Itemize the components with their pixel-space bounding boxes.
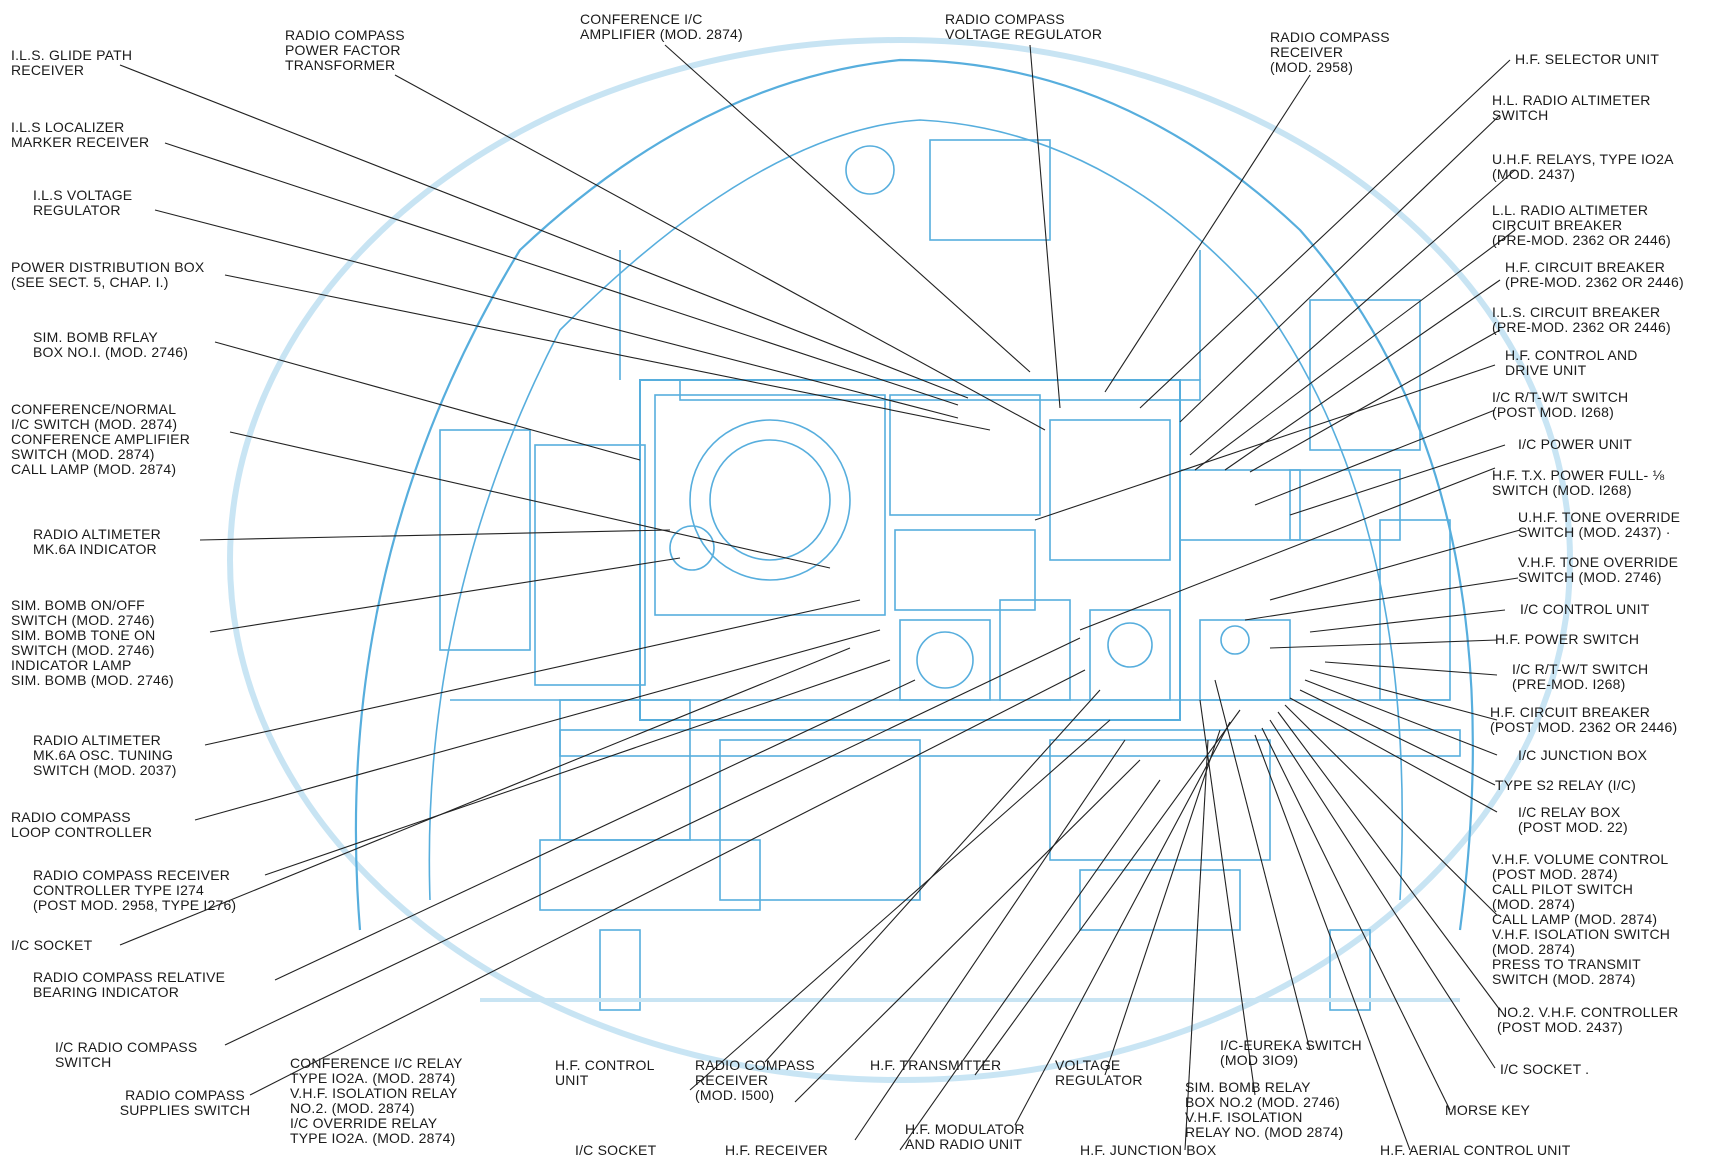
label-ic-eureka-switch: I/C-EUREKA SWITCH (MOD 3IO9) <box>1220 1037 1362 1068</box>
label-radio-compass-power-factor-transformer: RADIO COMPASS POWER FACTOR TRANSFORMER <box>285 27 405 73</box>
label-uhf-relays: U.H.F. RELAYS, TYPE IO2A (MOD. 2437) <box>1492 151 1674 182</box>
label-uhf-tone-override-switch: U.H.F. TONE OVERRIDE SWITCH (MOD. 2437) … <box>1518 509 1681 540</box>
label-hl-radio-altimeter-switch: H.L. RADIO ALTIMETER SWITCH <box>1492 92 1651 123</box>
label-ic-socket-bottom: I/C SOCKET <box>575 1142 657 1158</box>
label-radio-altimeter-osc-tuning: RADIO ALTIMETER MK.6A OSC. TUNING SWITCH… <box>33 732 177 778</box>
label-hf-transmitter: H.F. TRANSMITTER <box>870 1057 1002 1073</box>
label-hf-circuit-breaker-pre: H.F. CIRCUIT BREAKER (PRE-MOD. 2362 OR 2… <box>1505 259 1684 290</box>
label-hf-junction-box: H.F. JUNCTION BOX <box>1080 1142 1217 1158</box>
label-sim-bomb-relay-box-1: SIM. BOMB RFLAY BOX No.I. (MOD. 2746) <box>33 329 189 360</box>
label-ic-power-unit: I/C POWER UNIT <box>1518 436 1633 452</box>
label-vhf-volume-control: V.H.F. VOLUME CONTROL (POST MOD. 2874) C… <box>1492 851 1671 987</box>
label-no2-vhf-controller: No.2. V.H.F. CONTROLLER (POST MOD. 2437) <box>1497 1004 1679 1035</box>
label-radio-compass-receiver-1500: RADIO COMPASS RECEIVER (MOD. I500) <box>695 1057 815 1103</box>
label-conference-ic-relay: CONFERENCE I/C RELAY TYPE IO2A. (MOD. 28… <box>290 1055 463 1146</box>
label-ils-voltage-regulator: I.L.S VOLTAGE REGULATOR <box>33 187 133 218</box>
leader-lines <box>119 44 1521 1151</box>
label-morse-key: MORSE KEY <box>1445 1102 1531 1118</box>
panel-illustration <box>227 37 1573 1083</box>
label-ils-localizer-marker-receiver: I.L.S LOCALIZER MARKER RECEIVER <box>11 119 150 150</box>
label-ic-control-unit: I/C CONTROL UNIT <box>1520 601 1650 617</box>
label-power-distribution-box: POWER DISTRIBUTION BOX (SEE SECT. 5, CHA… <box>11 259 205 290</box>
label-ic-junction-box: I/C JUNCTION BOX <box>1518 747 1648 763</box>
label-conference-ic-amplifier: CONFERENCE I/C AMPLIFIER (MOD. 2874) <box>580 11 743 42</box>
label-vhf-tone-override-switch: V.H.F. TONE OVERRIDE SWITCH (MOD. 2746) <box>1518 554 1679 585</box>
label-radio-compass-relative-bearing: RADIO COMPASS RELATIVE BEARING INDICATOR <box>33 969 226 1000</box>
label-ic-socket-left: I/C SOCKET <box>11 937 93 953</box>
label-radio-altimeter-indicator: RADIO ALTIMETER MK.6A INDICATOR <box>33 526 161 557</box>
label-hf-circuit-breaker-post: H.F. CIRCUIT BREAKER (POST MOD. 2362 OR … <box>1490 704 1678 735</box>
label-radio-compass-receiver-2958: RADIO COMPASS RECEIVER (MOD. 2958) <box>1270 29 1390 75</box>
label-radio-compass-voltage-regulator: RADIO COMPASS VOLTAGE REGULATOR <box>945 11 1103 42</box>
label-sim-bomb-on-off-switch: SIM. BOMB ON/OFF SWITCH (MOD. 2746) SIM.… <box>11 597 174 688</box>
label-hf-aerial-control-unit: H.F. AERIAL CONTROL UNIT <box>1380 1142 1571 1158</box>
label-ils-circuit-breaker: I.L.S. CIRCUIT BREAKER (PRE-MOD. 2362 OR… <box>1492 304 1671 335</box>
label-hf-selector-unit: H.F. SELECTOR UNIT <box>1515 51 1660 67</box>
label-hf-control-unit: H.F. CONTROL UNIT <box>555 1057 655 1088</box>
label-ic-radio-compass-switch: I/C RADIO COMPASS SWITCH <box>55 1039 198 1070</box>
label-radio-compass-supplies-switch: RADIO COMPASS SUPPLIES SWITCH <box>119 1087 251 1118</box>
label-ic-rt-wt-switch-pre: I/C R/T-W/T SWITCH (PRE-MOD. I268) <box>1512 661 1649 692</box>
label-ils-glide-path-receiver: I.L.S. GLIDE PATH RECEIVER <box>11 47 133 78</box>
label-hf-receiver: H.F. RECEIVER <box>725 1142 828 1158</box>
label-ic-socket-right: I/C SOCKET . <box>1500 1061 1590 1077</box>
label-ic-relay-box: I/C RELAY BOX (POST MOD. 22) <box>1518 804 1628 835</box>
label-hf-tx-power-switch: H.F. T.X. POWER FULL- ⅛ SWITCH (MOD. I26… <box>1492 467 1665 498</box>
label-ll-radio-altimeter-circuit-breaker: L.L. RADIO ALTIMETER CIRCUIT BREAKER (PR… <box>1492 202 1671 248</box>
label-conference-normal-switch: CONFERENCE/NORMAL I/C SWITCH (MOD. 2874)… <box>11 401 191 477</box>
label-type-s2-relay: TYPE S2 RELAY (I/C) <box>1495 777 1636 793</box>
label-sim-bomb-relay-box-2: SIM. BOMB RELAY BOX No.2 (MOD. 2746) V.H… <box>1185 1079 1344 1140</box>
label-radio-compass-loop-controller: RADIO COMPASS LOOP CONTROLLER <box>11 809 153 840</box>
label-hf-power-switch: H.F. POWER SWITCH <box>1495 631 1640 647</box>
label-hf-modulator-and-radio-unit: H.F. MODULATOR AND RADIO UNIT <box>905 1121 1025 1152</box>
label-ic-rt-wt-switch-post: I/C R/T-W/T SWITCH (POST MOD. I268) <box>1492 389 1629 420</box>
label-voltage-regulator: VOLTAGE REGULATOR <box>1055 1057 1143 1088</box>
label-hf-control-and-drive-unit: H.F. CONTROL AND DRIVE UNIT <box>1505 347 1638 378</box>
label-radio-compass-receiver-controller: RADIO COMPASS RECEIVER CONTROLLER TYPE I… <box>33 867 237 913</box>
